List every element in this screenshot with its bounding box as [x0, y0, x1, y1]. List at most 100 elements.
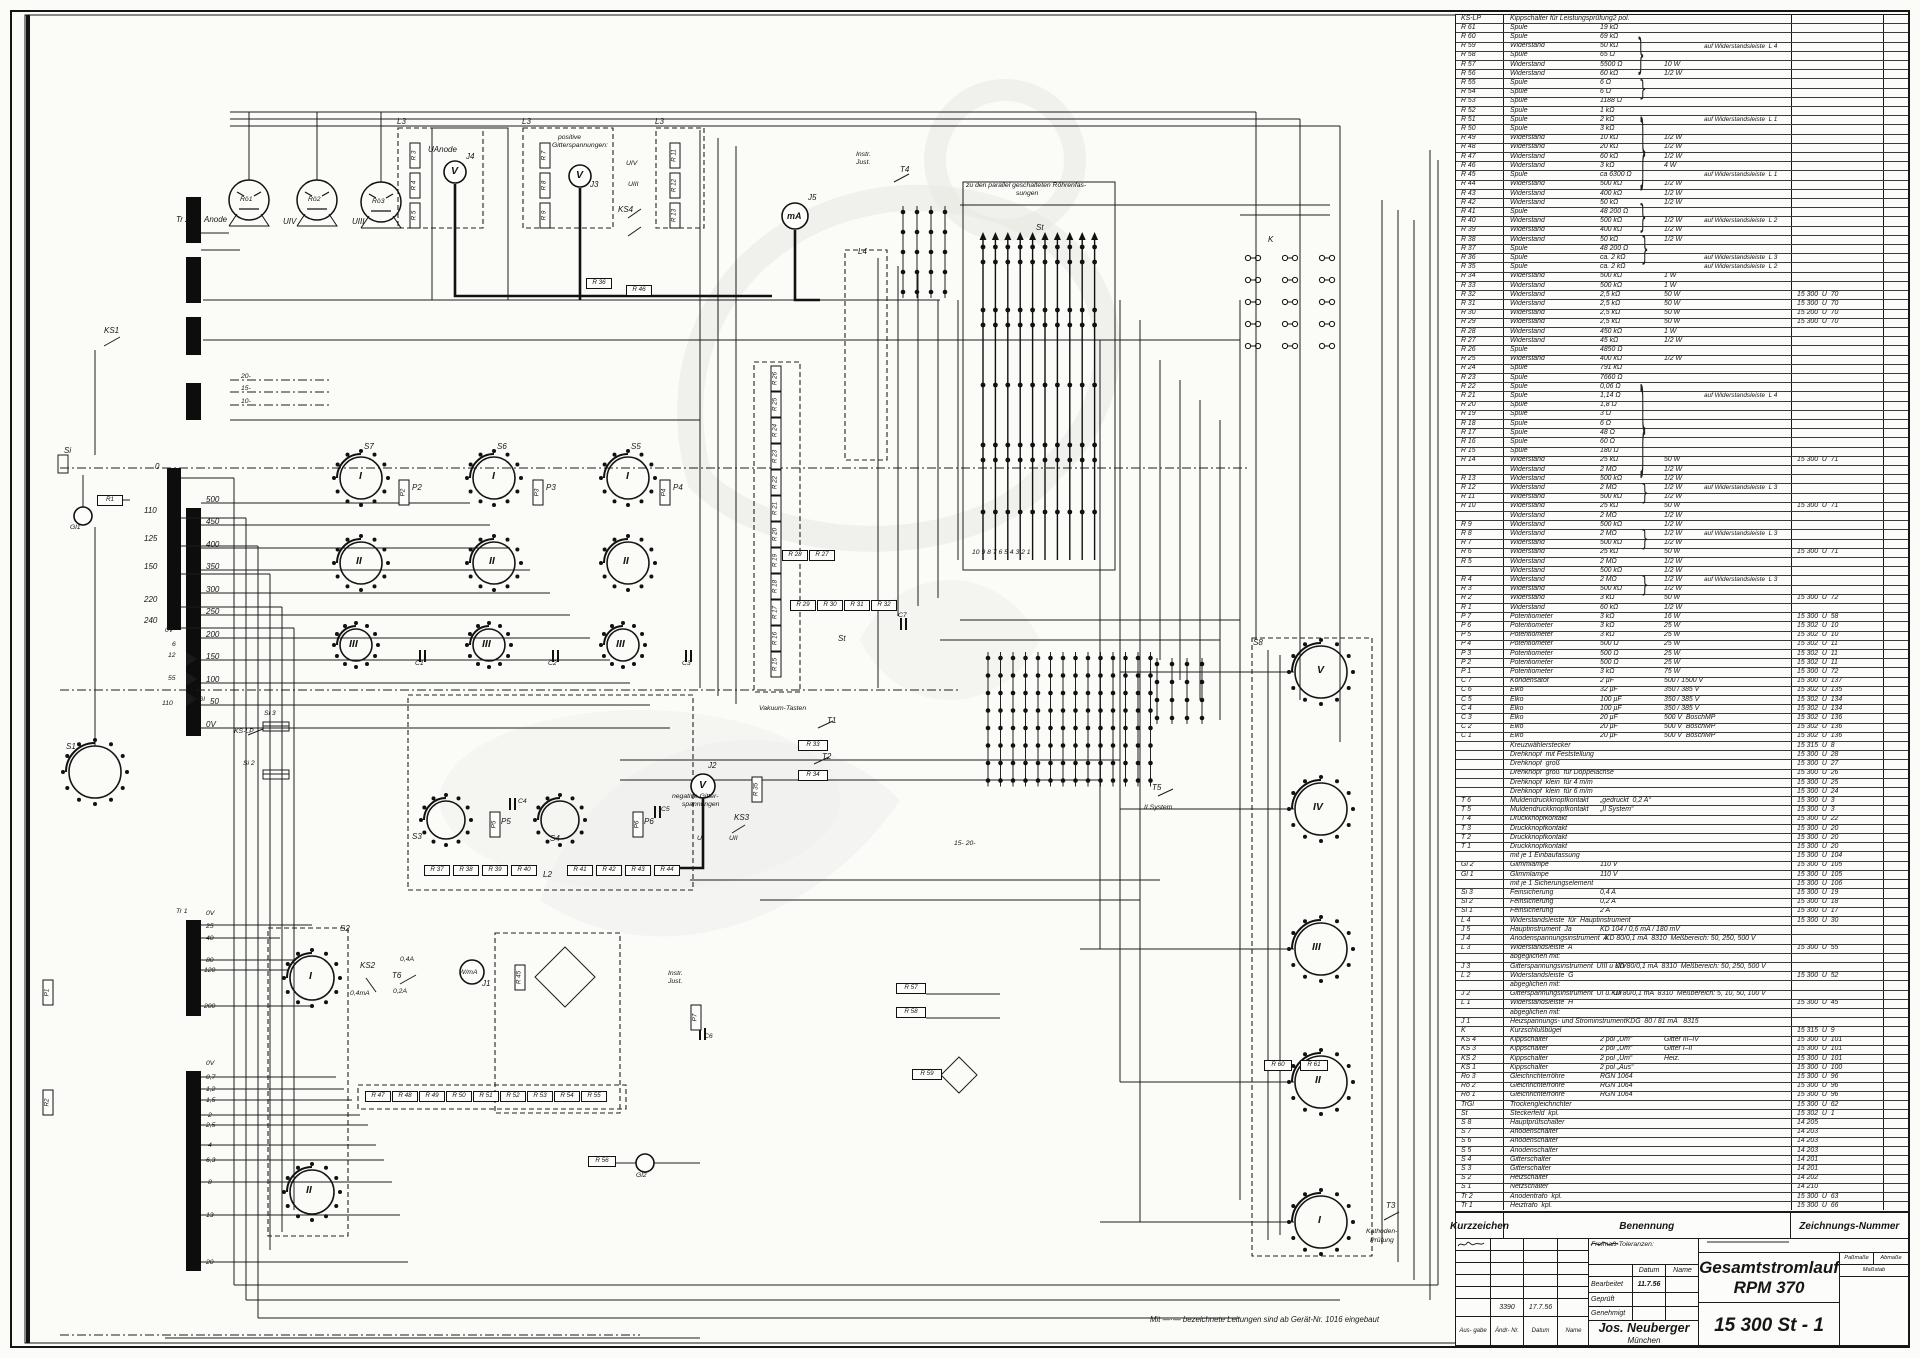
- part-val: 4850 Ω: [1600, 346, 1623, 353]
- rotary-contact: [1335, 779, 1339, 784]
- part-drawing-number: 15 302 U 134: [1792, 696, 1884, 705]
- schematic-label: mA: [787, 211, 802, 221]
- part-drawing-number: 14 203: [1792, 1137, 1884, 1146]
- part-wt: 1/2 W: [1664, 180, 1682, 188]
- socket-dot: [1005, 382, 1011, 388]
- part-drawing-number: 15 302 U 136: [1792, 732, 1884, 742]
- rotary-contact: [465, 805, 470, 810]
- part-code: R 47: [1456, 153, 1504, 162]
- rotary-contact: [310, 948, 314, 952]
- part-nm: Widerstandsleiste A: [1510, 944, 1573, 952]
- part-description: mit je 1 Sicherungselement: [1504, 880, 1792, 889]
- rotary-wiper: [469, 538, 495, 564]
- component-box: R 56: [588, 1156, 616, 1167]
- part-nm: Druckknopfkontakt: [1510, 815, 1568, 823]
- spare-cell: [1884, 282, 1908, 290]
- spare-cell: [1884, 889, 1908, 897]
- schematic-label: L3: [522, 117, 531, 126]
- rotary-wiper: [1291, 1192, 1322, 1223]
- part-nm: Kreuzwählerstecker: [1510, 742, 1571, 749]
- selector-contact: [1244, 298, 1252, 306]
- part-wt: 1/2 W: [1664, 235, 1682, 243]
- rotary-switch: [289, 1169, 335, 1215]
- part-note: auf Widerstandsleiste L 2: [1704, 263, 1778, 271]
- instrument-wires: [453, 184, 820, 870]
- spare-cell: [1884, 1027, 1908, 1035]
- rotary-contact: [345, 537, 350, 542]
- part-code: T 4: [1456, 815, 1504, 824]
- schematic-label: J5: [808, 193, 817, 202]
- rotary-contact: [1303, 1107, 1307, 1112]
- component-box: R 28: [782, 550, 808, 561]
- part-code: C 2: [1456, 723, 1504, 732]
- rotary-contact: [332, 476, 336, 480]
- part-val: RGN 1064: [1600, 1073, 1633, 1080]
- socket-dot: [1079, 457, 1085, 463]
- part-nm: abgeglichen mit:: [1510, 1008, 1561, 1016]
- part-drawing-number: [1792, 383, 1884, 392]
- spare-cell: [1884, 144, 1908, 152]
- schematic-label: T6: [392, 971, 402, 980]
- part-code: T 3: [1456, 824, 1504, 834]
- part-val: 500 kΩ: [1600, 539, 1623, 547]
- schematic-label: 10-: [241, 398, 251, 405]
- component-box: R 32: [871, 600, 897, 611]
- part-drawing-number: [1792, 419, 1884, 429]
- selector-contact: [1328, 342, 1336, 350]
- part-drawing-number: [1792, 576, 1884, 585]
- part-nm: Widerstand: [1510, 309, 1545, 317]
- spare-cell: [1884, 1138, 1908, 1146]
- part-code: R 22: [1456, 383, 1504, 392]
- schematic-label: I: [1318, 1214, 1321, 1226]
- part-drawing-number: 15 300 U 3: [1792, 806, 1884, 815]
- schematic-label: 110: [144, 506, 157, 515]
- schematic-label: 0,4A: [400, 956, 414, 963]
- part-val: ca. 2 kΩ: [1600, 254, 1626, 261]
- part-nm: Widerstand: [1510, 337, 1545, 344]
- grid-dot: [1073, 743, 1078, 748]
- socket-dot: [980, 457, 986, 463]
- socket-dot: [1079, 307, 1085, 313]
- rotary-contact: [533, 818, 537, 822]
- part-drawing-number: 15 300 U 105: [1792, 870, 1884, 880]
- part-code: P 2: [1456, 659, 1504, 668]
- part-code: [1456, 778, 1504, 788]
- part-code: R 4: [1456, 576, 1504, 585]
- rotary-switch: [426, 800, 466, 840]
- part-drawing-number: 15 300 U 3: [1792, 797, 1884, 806]
- part-description: Anodenschalter: [1504, 1137, 1792, 1146]
- grid-dot: [985, 655, 991, 661]
- rotary-contact: [653, 476, 657, 480]
- part-code: P 6: [1456, 622, 1504, 631]
- grid-dot: [1010, 725, 1016, 731]
- part-nm: Widerstand: [1510, 493, 1545, 501]
- part-nm: Druckknopfkontakt: [1510, 834, 1568, 841]
- rotary-contact: [285, 990, 290, 994]
- part-wt: 500 / 1500 V: [1664, 677, 1704, 685]
- spare-cell: [1884, 310, 1908, 318]
- part-drawing-number: [1792, 116, 1884, 125]
- part-wt: 1/2 W: [1664, 217, 1682, 225]
- socket-dot: [1079, 382, 1085, 388]
- selector-contact: [1291, 342, 1299, 350]
- part-description: Steckerfeld kpl.: [1504, 1110, 1792, 1119]
- abmasse-label: Abmaße: [1874, 1253, 1908, 1265]
- rotary-contact: [1291, 1204, 1296, 1208]
- part-description: Drehknopf groß: [1504, 760, 1792, 769]
- label-datum: Datum: [1524, 1317, 1558, 1345]
- rotary-contact: [335, 574, 340, 579]
- part-code: Si 3: [1456, 889, 1504, 898]
- component-box: R 38: [453, 865, 479, 876]
- transformer-windings: [167, 197, 201, 1271]
- grid-dot: [1110, 690, 1116, 696]
